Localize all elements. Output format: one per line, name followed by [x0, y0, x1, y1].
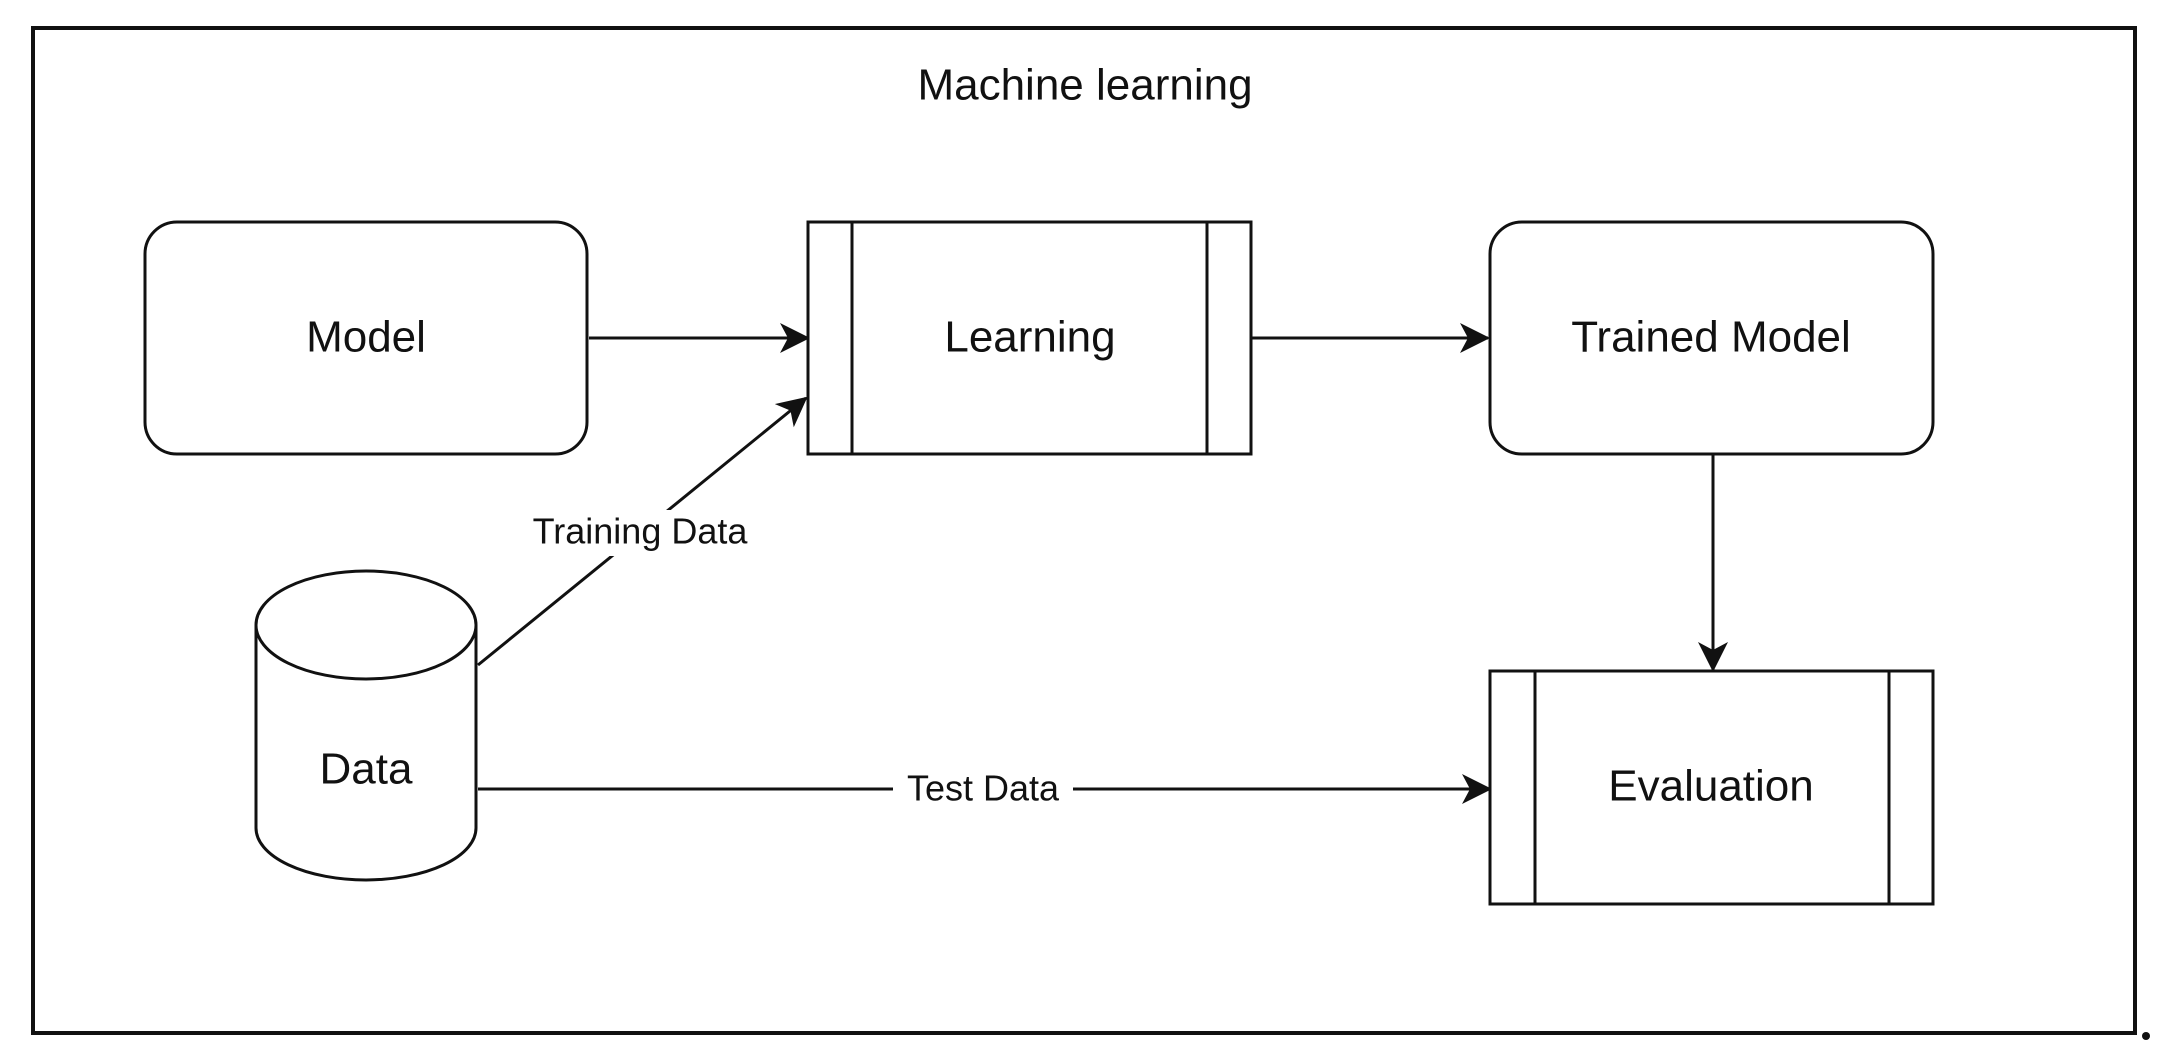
container-frame — [31, 26, 2137, 1035]
node-learning — [806, 220, 1253, 456]
node-trained-model — [1488, 220, 1935, 456]
node-model-label: Model — [306, 313, 426, 362]
node-trained-model-label: Trained Model — [1571, 313, 1851, 362]
node-learning-label: Learning — [944, 313, 1115, 362]
training-data-label-bg — [515, 510, 760, 556]
node-evaluation — [1488, 669, 1935, 906]
test-data-label: Test Data — [907, 768, 1060, 809]
node-model — [143, 220, 589, 456]
test-data-label-bg — [893, 768, 1073, 812]
corner-dot — [2142, 1032, 2150, 1040]
training-data-label: Training Data — [533, 511, 749, 552]
node-data — [254, 625, 478, 882]
node-data-label: Data — [320, 745, 413, 794]
node-evaluation-label: Evaluation — [1608, 762, 1813, 811]
node-data-top — [254, 569, 478, 681]
diagram-title: Machine learning — [917, 61, 1252, 110]
